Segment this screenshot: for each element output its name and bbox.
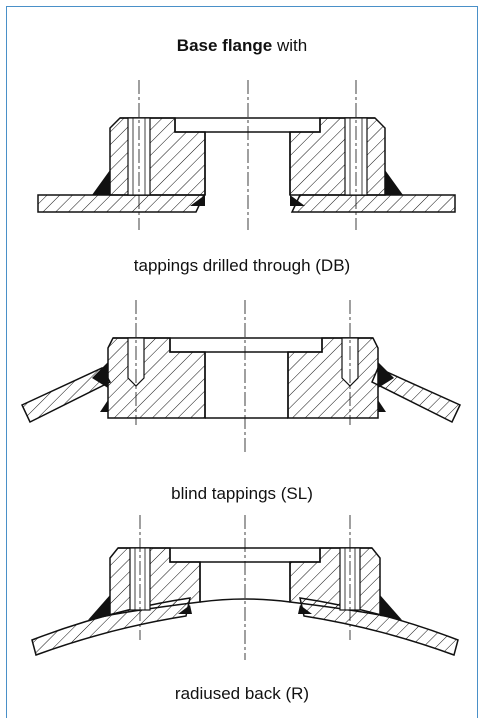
flange-drawing-db xyxy=(37,80,456,230)
caption-r: radiused back (R) xyxy=(174,684,310,703)
caption-db: tappings drilled through (DB) xyxy=(133,256,351,275)
content-frame xyxy=(6,6,478,718)
flange-drawing-sl xyxy=(20,300,462,455)
title-rest: with xyxy=(272,36,308,55)
title-bold: Base flange xyxy=(176,36,273,55)
caption-sl: blind tappings (SL) xyxy=(171,484,313,503)
flange-drawing-r xyxy=(31,515,459,660)
page-title: Base flange with xyxy=(0,36,484,56)
